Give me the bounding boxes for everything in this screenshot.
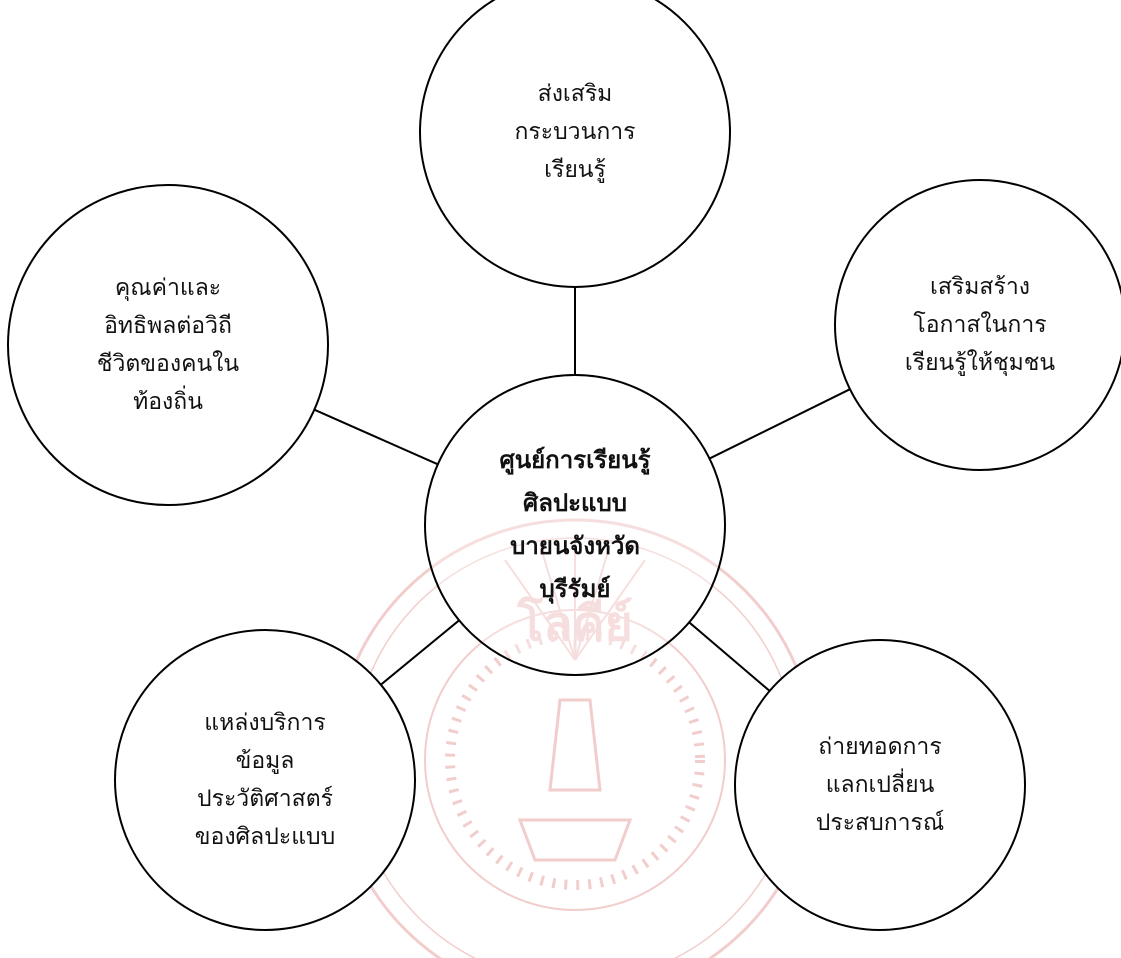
node-line: เรียนรู้ (544, 157, 606, 183)
node-line: ประวัติศาสตร์ (196, 786, 333, 812)
node-line: ท้องถิ่น (133, 389, 203, 415)
node-line: แลกเปลี่ยน (825, 772, 935, 798)
bottom-right-node-label: ถ่ายทอดการ แลกเปลี่ยน ประสบการณ์ (735, 640, 1025, 930)
connector-line-right (709, 388, 851, 460)
bottom-left-node-circle (114, 629, 416, 931)
right-node-circle (834, 179, 1121, 471)
top-node-circle (419, 0, 731, 288)
node-line: เสริมสร้าง (930, 274, 1030, 300)
bottom-left-node-label: แหล่งบริการ ข้อมูล ประวัติศาสตร์ ของศิลป… (115, 630, 415, 930)
node-line: กระบวนการ (514, 119, 636, 145)
center-line: บุรีรัมย์ (539, 575, 611, 603)
center-line: บายนจังหวัด (510, 532, 640, 560)
node-line: แหล่งบริการ (204, 710, 326, 736)
node-line: ถ่ายทอดการ (818, 734, 942, 760)
connector-line-left (313, 408, 439, 466)
bottom-right-node-circle (734, 639, 1026, 931)
left-node-label: คุณค่าและ อิทธิพลต่อวิถี ชีวิตของคนใน ท้… (8, 185, 328, 505)
node-line: โอกาสในการ (913, 312, 1047, 338)
node-line: ของศิลปะแบบ (194, 824, 336, 850)
node-line: ประสบการณ์ (815, 810, 945, 836)
right-node-label: เสริมสร้าง โอกาสในการ เรียนรู้ให้ชุมชน (835, 180, 1121, 470)
center-node-label: ศูนย์การเรียนรู้ ศิลปะแบบ บายนจังหวัด บุ… (425, 375, 725, 675)
node-line: ข้อมูล (235, 748, 295, 774)
center-line: ศิลปะแบบ (522, 489, 627, 517)
watermark-text: โลคีย์ (516, 595, 632, 652)
connector-line-bottom-right (688, 621, 771, 692)
top-node-label: ส่งเสริม กระบวนการ เรียนรู้ (420, 0, 730, 287)
left-node-circle (7, 184, 329, 506)
node-line: อิทธิพลต่อวิถี (104, 313, 232, 339)
node-line: ชีวิตของคนใน (96, 351, 240, 377)
connector-line-bottom-left (380, 619, 460, 686)
node-circles (7, 0, 1121, 931)
center-node-circle (424, 374, 726, 676)
node-line: เรียนรู้ให้ชุมชน (904, 350, 1056, 376)
center-line: ศูนย์การเรียนรู้ (499, 446, 651, 474)
node-line: คุณค่าและ (114, 275, 222, 301)
node-line: ส่งเสริม (537, 81, 613, 107)
connector-lines (313, 287, 851, 692)
